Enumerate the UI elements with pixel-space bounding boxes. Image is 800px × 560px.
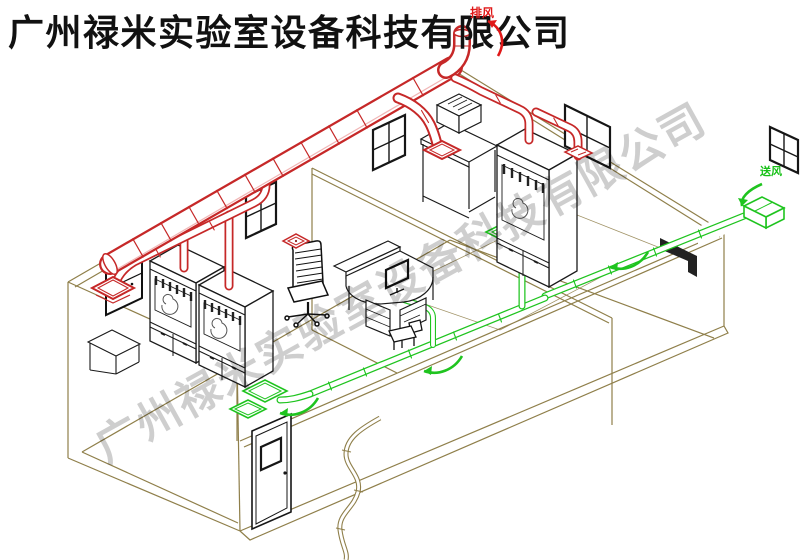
ceiling-diffuser bbox=[281, 233, 311, 249]
window-4 bbox=[768, 125, 800, 175]
exhaust-outlet-stack bbox=[437, 25, 471, 79]
supply-arrow-entry bbox=[738, 182, 763, 207]
supply-entry-duct bbox=[742, 196, 786, 230]
right-branch-duct bbox=[450, 73, 583, 161]
supply-arrow-2 bbox=[423, 355, 464, 375]
floor-diffuser-2 bbox=[228, 399, 268, 419]
bench-extraction-canopy bbox=[421, 139, 463, 161]
supply-flow-arrows bbox=[279, 182, 763, 417]
floor-diffuser-1 bbox=[241, 379, 289, 403]
side-chair bbox=[388, 319, 423, 350]
office-chair bbox=[284, 240, 330, 328]
fume-hood-2 bbox=[197, 268, 275, 389]
wall-extraction-canopy bbox=[89, 275, 137, 304]
fume-hood-3 bbox=[495, 128, 579, 289]
monitor bbox=[384, 258, 410, 296]
supply-label: 送风 bbox=[759, 164, 782, 178]
supply-arrow-3 bbox=[279, 397, 320, 417]
bench-branch-duct bbox=[392, 92, 444, 154]
exhaust-outlet-arrow bbox=[487, 19, 504, 57]
entry-door bbox=[251, 412, 292, 531]
supply-arrow-1 bbox=[609, 251, 650, 271]
supply-duct-network bbox=[276, 212, 748, 404]
page-title: 广州禄米实验室设备科技有限公司 bbox=[8, 12, 571, 53]
flex-conduit bbox=[335, 415, 382, 560]
printer-box bbox=[399, 297, 427, 333]
exhaust-label: 排风 bbox=[470, 5, 494, 20]
window-2 bbox=[371, 113, 407, 172]
side-table bbox=[86, 329, 142, 375]
fan-unit bbox=[435, 93, 483, 134]
end-wall-grille bbox=[563, 145, 594, 160]
